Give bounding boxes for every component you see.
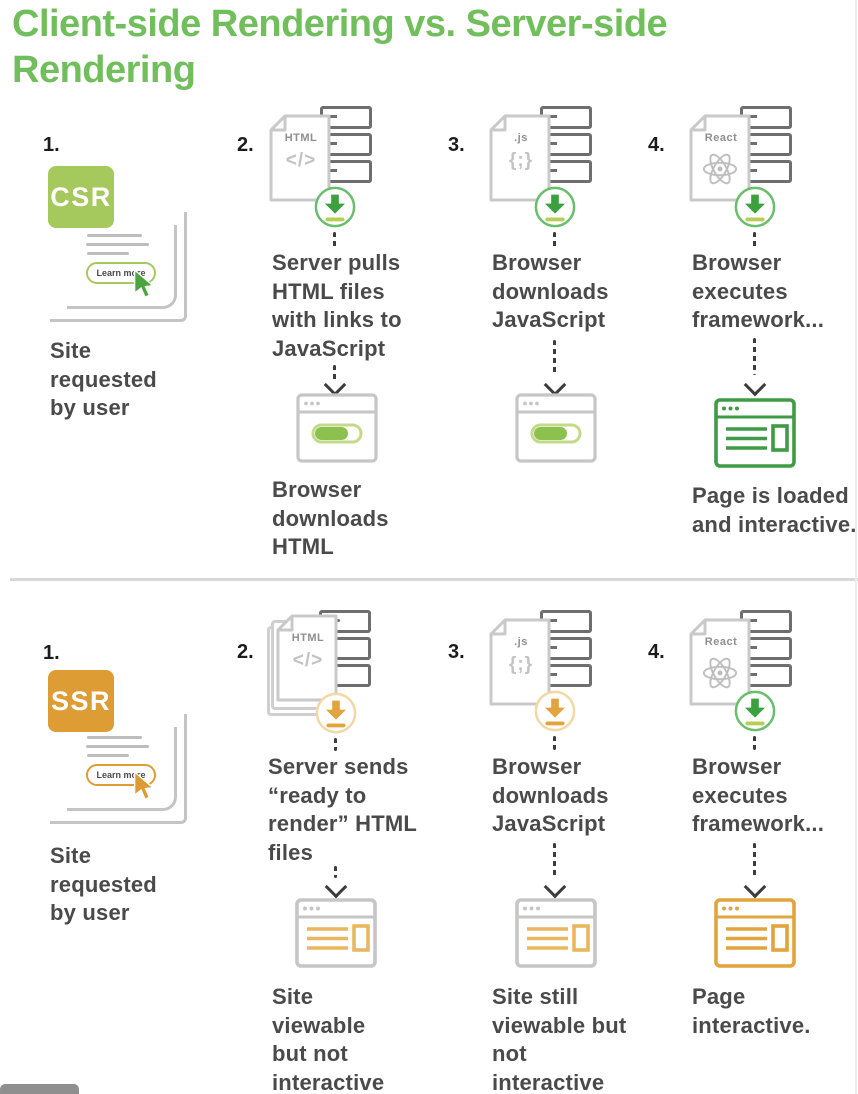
page-corner-outer (50, 714, 187, 824)
download-icon (734, 690, 776, 732)
code-symbol: {;} (508, 654, 534, 675)
csr-step4-caption: Browser executes framework... (692, 250, 825, 332)
page-corner-inner (67, 225, 177, 309)
ssr-html-files-cluster: HTML </> (267, 610, 371, 736)
text-line (86, 745, 149, 748)
ssr-step4-number: 4. (648, 641, 665, 663)
connector-dash (753, 338, 756, 375)
text-line (87, 234, 142, 237)
csr-badge: CSR (48, 166, 114, 228)
download-icon (314, 186, 356, 228)
bottom-tab (0, 1084, 79, 1094)
code-symbol: </> (292, 650, 324, 671)
csr-step2-result: Browser downloads HTML (272, 477, 389, 559)
react-atom-icon (701, 654, 739, 692)
ssr-step2-result: Site viewable but not interactive (272, 984, 385, 1094)
ssr-step2-caption: Server sends “ready to render” HTML file… (268, 754, 417, 865)
connector-dash (753, 232, 756, 248)
html-file-icon: HTML </> (275, 614, 339, 702)
ssr-step3-caption: Browser downloads JavaScript (492, 754, 609, 836)
ssr-step4-result: Page interactive. (692, 984, 811, 1038)
connector-dash (553, 340, 556, 375)
ssr-step4-caption: Browser executes framework... (692, 754, 825, 836)
react-file-icon: React (688, 114, 752, 202)
react-atom-icon (701, 150, 739, 188)
ssr-step1-caption: Site requested by user (50, 843, 157, 925)
site-mockup: Learn more (50, 714, 187, 824)
right-edge-line (855, 0, 857, 1094)
csr-step4-number: 4. (648, 134, 665, 156)
csr-step3-caption: Browser downloads JavaScript (492, 250, 609, 332)
arrowhead-icon (743, 875, 767, 899)
connector-dash (753, 843, 756, 876)
arrowhead-icon (743, 373, 767, 397)
file-label: React (704, 636, 738, 648)
connector-dash (753, 736, 756, 750)
csr-step1-number: 1. (43, 134, 60, 156)
file-label: .js (514, 636, 528, 648)
connector-dash (333, 365, 336, 380)
page-corner-inner (67, 727, 177, 811)
browser-loading-icon (296, 393, 378, 463)
connector-dash (333, 232, 336, 248)
learn-more-label: Learn more (96, 268, 146, 278)
html-file-icon: HTML </> (268, 114, 332, 202)
text-line (86, 243, 149, 246)
code-symbol: </> (285, 150, 317, 171)
download-icon (734, 186, 776, 228)
ssr-js-file-cluster: .js {;} (488, 610, 592, 736)
browser-page-icon (295, 898, 377, 968)
site-mockup: Learn more (50, 212, 187, 322)
file-label: HTML (284, 132, 318, 144)
csr-react-file-cluster: React (688, 106, 792, 232)
row-divider (10, 578, 858, 581)
connector-dash (334, 866, 337, 878)
ssr-badge: SSR (48, 670, 114, 732)
csr-step4-result: Page is loaded and interactive. (692, 483, 857, 537)
csr-step3-number: 3. (448, 134, 465, 156)
download-icon (315, 692, 357, 734)
ssr-react-file-cluster: React (688, 610, 792, 736)
text-line (87, 736, 142, 739)
js-file-icon: .js {;} (488, 114, 552, 202)
text-line (87, 754, 129, 757)
download-icon (534, 690, 576, 732)
page-title: Client-side Rendering vs. Server-side Re… (12, 3, 668, 91)
csr-js-file-cluster: .js {;} (488, 106, 592, 232)
csr-step2-caption: Server pulls HTML files with links to Ja… (272, 250, 402, 361)
csr-step2-number: 2. (237, 134, 254, 156)
file-label: HTML (291, 632, 325, 644)
file-label: React (704, 132, 738, 144)
ssr-step3-number: 3. (448, 641, 465, 663)
ssr-step1-number: 1. (43, 642, 60, 664)
learn-more-label: Learn more (96, 770, 146, 780)
csr-html-file-cluster: HTML </> (268, 106, 372, 232)
download-icon (534, 186, 576, 228)
browser-page-icon (714, 398, 796, 468)
text-line (87, 252, 129, 255)
code-symbol: {;} (508, 150, 534, 171)
csr-step1-caption: Site requested by user (50, 338, 157, 420)
browser-page-icon (714, 898, 796, 968)
connector-dash (553, 232, 556, 248)
connector-dash (553, 736, 556, 750)
file-label: .js (514, 132, 528, 144)
server-stack-icon (540, 610, 592, 691)
cursor-icon (132, 270, 158, 300)
connector-dash (334, 738, 337, 751)
browser-loading-icon (515, 393, 597, 463)
arrowhead-icon (324, 875, 348, 899)
arrowhead-icon (543, 875, 567, 899)
react-file-icon: React (688, 618, 752, 706)
browser-page-icon (515, 898, 597, 968)
page-corner-outer (50, 212, 187, 322)
js-file-icon: .js {;} (488, 618, 552, 706)
ssr-step3-result: Site still viewable but not interactive (492, 984, 627, 1094)
cursor-icon (132, 772, 158, 802)
connector-dash (553, 843, 556, 876)
ssr-step2-number: 2. (237, 641, 254, 663)
